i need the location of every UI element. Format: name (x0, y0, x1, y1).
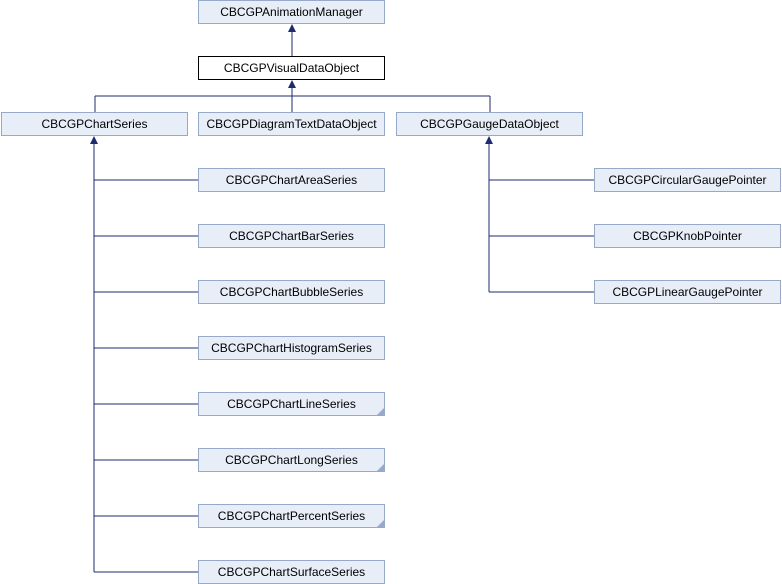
class-node-cbcgpchartsurfaceseries[interactable]: CBCGPChartSurfaceSeries (198, 560, 385, 584)
class-node-cbcgpchartareaseries[interactable]: CBCGPChartAreaSeries (198, 168, 385, 192)
class-name: CBCGPChartSeries (41, 117, 148, 131)
class-node-cbcgpcirculargaugepointer[interactable]: CBCGPCircularGaugePointer (594, 168, 781, 192)
class-name: CBCGPLinearGaugePointer (612, 285, 763, 299)
truncated-marker (377, 408, 384, 415)
class-name: CBCGPChartSurfaceSeries (217, 565, 366, 579)
class-node-cbcgpchartbubbleseries[interactable]: CBCGPChartBubbleSeries (198, 280, 385, 304)
truncated-marker (377, 520, 384, 527)
inheritance-arrowhead (90, 136, 98, 144)
class-node-cbcgpchartlineseries[interactable]: CBCGPChartLineSeries (198, 392, 385, 416)
truncated-marker (377, 464, 384, 471)
class-name: CBCGPDiagramTextDataObject (206, 117, 377, 131)
class-name: CBCGPChartHistogramSeries (211, 341, 372, 355)
class-node-cbcgplineargaugepointer[interactable]: CBCGPLinearGaugePointer (594, 280, 781, 304)
inheritance-arrowhead (485, 136, 493, 144)
class-node-cbcgpknobpointer[interactable]: CBCGPKnobPointer (594, 224, 781, 248)
class-name: CBCGPKnobPointer (633, 229, 742, 243)
class-name: CBCGPChartPercentSeries (217, 509, 366, 523)
inheritance-arrowhead (288, 80, 296, 88)
class-node-cbcgpchartlongseries[interactable]: CBCGPChartLongSeries (198, 448, 385, 472)
class-name: CBCGPAnimationManager (220, 5, 363, 19)
class-node-cbcgpchartbarseries[interactable]: CBCGPChartBarSeries (198, 224, 385, 248)
class-node-cbcgpvisualdataobject: CBCGPVisualDataObject (198, 56, 385, 80)
class-name: CBCGPVisualDataObject (223, 61, 360, 75)
class-node-cbcgpchartpercentseries[interactable]: CBCGPChartPercentSeries (198, 504, 385, 528)
class-node-cbcgpdiagramtextdataobject[interactable]: CBCGPDiagramTextDataObject (198, 112, 385, 136)
class-name: CBCGPChartLongSeries (225, 453, 358, 467)
class-node-cbcgpcharthistogramseries[interactable]: CBCGPChartHistogramSeries (198, 336, 385, 360)
class-name: CBCGPChartBarSeries (229, 229, 354, 243)
class-node-cbcgpgaugedataobject[interactable]: CBCGPGaugeDataObject (396, 112, 583, 136)
class-node-cbcgpanimationmanager[interactable]: CBCGPAnimationManager (198, 0, 385, 24)
inheritance-arrowhead (288, 24, 296, 32)
class-node-cbcgpchartseries[interactable]: CBCGPChartSeries (1, 112, 188, 136)
class-name: CBCGPChartLineSeries (227, 397, 356, 411)
class-name: CBCGPCircularGaugePointer (608, 173, 767, 187)
class-name: CBCGPGaugeDataObject (420, 117, 559, 131)
class-name: CBCGPChartAreaSeries (225, 173, 358, 187)
class-name: CBCGPChartBubbleSeries (219, 285, 364, 299)
